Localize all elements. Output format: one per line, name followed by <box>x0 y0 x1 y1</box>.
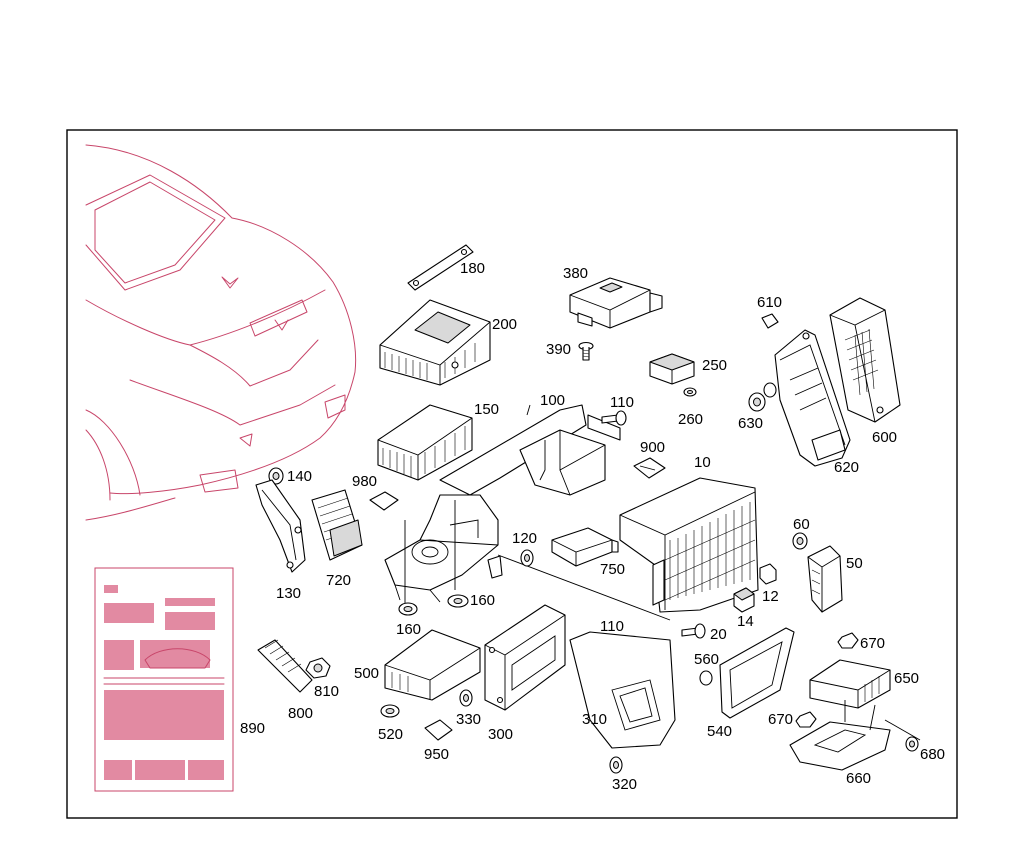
label-670-b: 670 <box>768 711 793 728</box>
label-630: 630 <box>738 415 763 432</box>
label-560: 560 <box>694 651 719 668</box>
label-390: 390 <box>546 341 571 358</box>
part-980-label <box>369 491 399 511</box>
part-800-module <box>257 639 313 693</box>
part-120-nut <box>520 549 534 567</box>
callout-labels: 180 380 200 610 390 250 100 110 150 260 … <box>240 260 945 793</box>
part-320-nut <box>609 756 623 774</box>
part-670-nut-b <box>795 711 817 728</box>
part-600-receiver <box>829 297 901 423</box>
label-520: 520 <box>378 726 403 743</box>
label-140: 140 <box>287 468 312 485</box>
label-160-b: 160 <box>396 621 421 638</box>
part-380-module <box>569 277 663 329</box>
part-300-module <box>484 604 566 711</box>
part-500-module <box>384 629 481 701</box>
part-250-sensor <box>649 353 695 385</box>
label-10: 10 <box>694 454 711 471</box>
label-610: 610 <box>757 294 782 311</box>
label-60: 60 <box>793 516 810 533</box>
label-680: 680 <box>920 746 945 763</box>
part-310-bracket <box>569 631 676 749</box>
label-900: 900 <box>640 439 665 456</box>
part-670-nut-a <box>837 632 859 649</box>
part-950-label <box>424 719 453 741</box>
part-810-nut <box>305 657 331 679</box>
car-rear-outline <box>85 144 357 521</box>
part-180-strap <box>407 244 474 291</box>
part-680-nut <box>905 736 919 752</box>
label-50: 50 <box>846 555 863 572</box>
label-950: 950 <box>424 746 449 763</box>
part-540-module <box>719 627 795 719</box>
label-12: 12 <box>762 588 779 605</box>
label-660: 660 <box>846 770 871 787</box>
part-630-grommet <box>748 382 777 412</box>
part-20-screw <box>681 623 706 639</box>
part-660-bracket <box>789 700 921 771</box>
part-520-nut <box>380 704 400 718</box>
part-12-relay <box>759 563 777 585</box>
part-110-screw <box>601 410 627 426</box>
part-10-fuse-box <box>619 477 759 613</box>
label-620: 620 <box>834 459 859 476</box>
part-900-label <box>633 457 666 479</box>
label-330: 330 <box>456 711 481 728</box>
label-320: 320 <box>612 776 637 793</box>
label-720: 720 <box>326 572 351 589</box>
label-260: 260 <box>678 411 703 428</box>
part-650-module <box>809 659 891 709</box>
label-890: 890 <box>240 720 265 737</box>
part-610-clip <box>761 313 779 329</box>
label-110-b: 110 <box>600 618 624 635</box>
part-890-document <box>94 567 234 792</box>
label-110-a: 110 <box>610 394 634 411</box>
part-60-nut <box>792 532 808 550</box>
label-670-a: 670 <box>860 635 885 652</box>
part-750-module <box>551 527 619 567</box>
part-560-nut <box>699 670 713 686</box>
label-300: 300 <box>488 726 513 743</box>
label-310: 310 <box>582 711 607 728</box>
label-150: 150 <box>474 401 499 418</box>
label-600: 600 <box>872 429 897 446</box>
label-180: 180 <box>460 260 485 277</box>
part-200-control-unit <box>379 299 491 386</box>
label-250: 250 <box>702 357 727 374</box>
label-980: 980 <box>352 473 377 490</box>
part-330-nut <box>459 689 473 707</box>
part-50-module <box>807 545 843 613</box>
diagram-frame <box>66 129 958 819</box>
label-200: 200 <box>492 316 517 333</box>
label-130: 130 <box>276 585 301 602</box>
label-750: 750 <box>600 561 625 578</box>
part-160-nut-a <box>398 602 418 616</box>
part-720-module <box>311 489 363 561</box>
part-100-bracket <box>439 404 621 496</box>
part-160-nut-b <box>447 594 469 608</box>
part-260-nut <box>683 387 697 397</box>
label-120: 120 <box>512 530 537 547</box>
part-620-bracket <box>774 329 851 467</box>
label-650: 650 <box>894 670 919 687</box>
label-20: 20 <box>710 626 727 643</box>
label-500: 500 <box>354 665 379 682</box>
label-160-a: 160 <box>470 592 495 609</box>
part-14-relay <box>733 587 755 613</box>
part-150-control-unit <box>377 404 473 481</box>
label-540: 540 <box>707 723 732 740</box>
part-130-bracket <box>255 479 306 573</box>
label-800: 800 <box>288 705 313 722</box>
label-100: 100 <box>540 392 565 409</box>
label-14: 14 <box>737 613 754 630</box>
label-380: 380 <box>563 265 588 282</box>
label-810: 810 <box>314 683 339 700</box>
part-390-bolt <box>578 341 594 361</box>
